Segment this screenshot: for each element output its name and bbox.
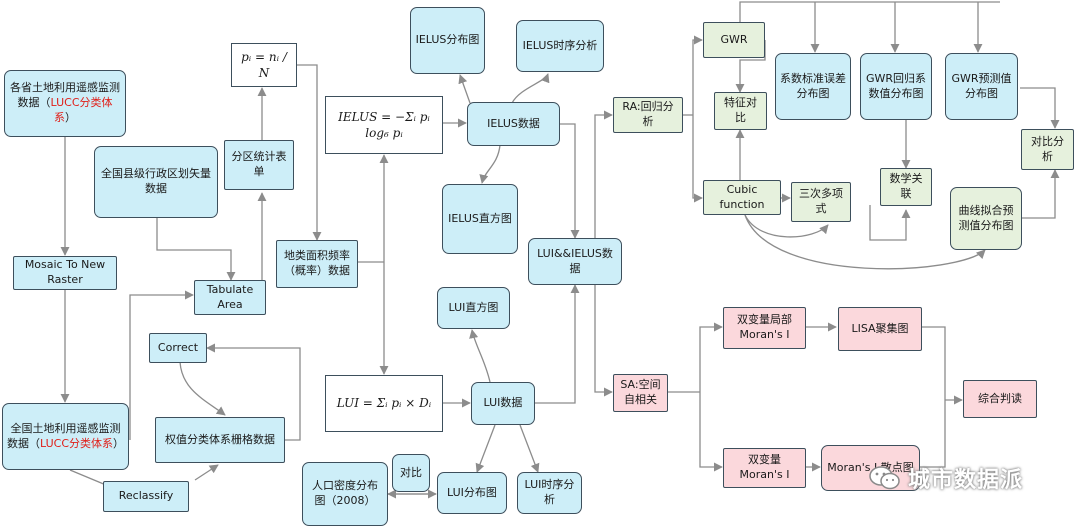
node-lisa-cluster-map: LISA聚集图	[838, 307, 922, 351]
node-population-density: 人口密度分布图（2008）	[302, 462, 388, 526]
edge-reclassify-weighted	[194, 464, 219, 481]
node-regression-analysis: RA:回归分析	[613, 97, 683, 133]
edge-cubic-fit-curve	[744, 214, 986, 270]
lucc-label: LUCC分类体系	[40, 436, 113, 450]
node-lui-timeseries: LUI时序分析	[517, 472, 582, 514]
node-mosaic: Mosaic To New Raster	[13, 256, 117, 290]
edge-sa-bivlocal	[699, 322, 723, 392]
node-gwr-coef-map: GWR回归系数值分布图	[860, 53, 932, 120]
node-lui-histogram: LUI直方图	[437, 287, 510, 329]
node-formula-lui: LUI = Σᵢ pᵢ × Dᵢ	[325, 375, 443, 432]
edge-ielusdata-map	[458, 74, 471, 104]
edge-luidata-luimap	[475, 424, 496, 473]
node-ielus-timeseries: IELUS时序分析	[516, 20, 604, 72]
edge-sa-biv	[699, 392, 723, 472]
node-remote-sensing-national: 全国土地利用遥感监测数据（LUCC分类体系）	[2, 403, 129, 470]
node-ielus-map: IELUS分布图	[410, 7, 485, 74]
node-comprehensive-interpretation: 综合判读	[963, 380, 1037, 418]
edge-ielusdata-combined	[560, 123, 580, 239]
node-lui-data: LUI数据	[471, 382, 535, 425]
node-math-relation: 数学关联	[880, 168, 932, 206]
edge-ra-gwr	[692, 35, 703, 115]
node-reclassify: Reclassify	[103, 481, 189, 512]
node-correct: Correct	[149, 333, 207, 363]
edge-weighted-tabulate	[129, 290, 194, 440]
edge-lisa-synth	[922, 326, 946, 400]
node-ielus-histogram: IELUS直方图	[442, 184, 518, 254]
edge-cubic-poly-curve	[744, 214, 829, 238]
edge-luidata-luits	[519, 424, 540, 473]
edge-luidata-hist	[469, 329, 491, 383]
watermark: 城市数据派	[868, 462, 1023, 494]
watermark-text: 城市数据派	[908, 468, 1024, 493]
edge-gwr-feature	[735, 40, 766, 93]
edge-ielusdata-hist	[479, 144, 501, 184]
node-coef-std-error-map: 系数标准误差分布图	[775, 53, 851, 120]
edge-county-tabulate	[156, 218, 236, 281]
node-weighted-raster: 权值分类体系栅格数据	[155, 417, 285, 463]
node-lui-map: LUI分布图	[437, 472, 507, 514]
node-gwr-prediction-map: GWR预测值分布图	[945, 53, 1018, 120]
node-feature-compare: 特征对比	[714, 92, 767, 130]
edge-gwrpred-compare	[1020, 87, 1060, 129]
node-compare-analysis: 对比分析	[1021, 129, 1074, 170]
node-bivariate-moran: 双变量Moran's I	[723, 448, 806, 488]
node-formula-p: pᵢ = nᵢ / N	[231, 43, 297, 87]
node-cubic-function: Cubic function	[703, 180, 781, 215]
wechat-icon	[869, 466, 900, 490]
edge-luidata-combined	[535, 284, 580, 404]
edge-gwr-top-bus	[739, 1, 1000, 22]
node-spatial-autocorrelation: SA:空间自相关	[613, 374, 668, 412]
edge-ra-cubic	[692, 115, 703, 203]
node-curve-fit-map: 曲线拟合预测值分布图	[950, 187, 1022, 250]
edge-formula-landfreq	[297, 64, 322, 241]
node-remote-sensing-provincial: 各省土地利用遥感监测数据（LUCC分类体系）	[4, 70, 126, 137]
edge-moran-synth	[920, 400, 946, 468]
node-ielus-data: IELUS数据	[467, 102, 560, 146]
node-cubic-polynomial: 三次多项式	[791, 182, 851, 222]
edge-combined-sa	[594, 285, 613, 397]
lucc-label: LUCC分类体系	[50, 96, 113, 124]
edge-correct-weighted	[179, 361, 226, 416]
node-county-boundary: 全国县级行政区划矢量数据	[94, 146, 218, 218]
node-compare-small: 对比	[392, 454, 430, 492]
edge-poly-math	[869, 205, 911, 241]
edge-combined-ra	[594, 110, 613, 238]
edge-fit-compare	[1022, 169, 1060, 219]
edge-weighted-correct	[206, 343, 301, 441]
node-tabulate-area: Tabulate Area	[194, 280, 266, 315]
node-formula-ielus: IELUS = −Σᵢ pᵢ log₆ pᵢ	[325, 96, 443, 154]
node-land-frequency: 地类面积频率（概率）数据	[276, 240, 358, 288]
node-gwr: GWR	[703, 22, 765, 58]
node-lui-ielus-data: LUI&&IELUS数据	[528, 238, 622, 285]
node-moran-scatter-map: Moran's I 散点图	[821, 445, 920, 491]
node-bivariate-local-moran: 双变量局部Moran's I	[723, 307, 806, 349]
node-zonal-table: 分区统计表单	[224, 140, 294, 190]
edge-ielusdata-ts	[511, 73, 550, 104]
